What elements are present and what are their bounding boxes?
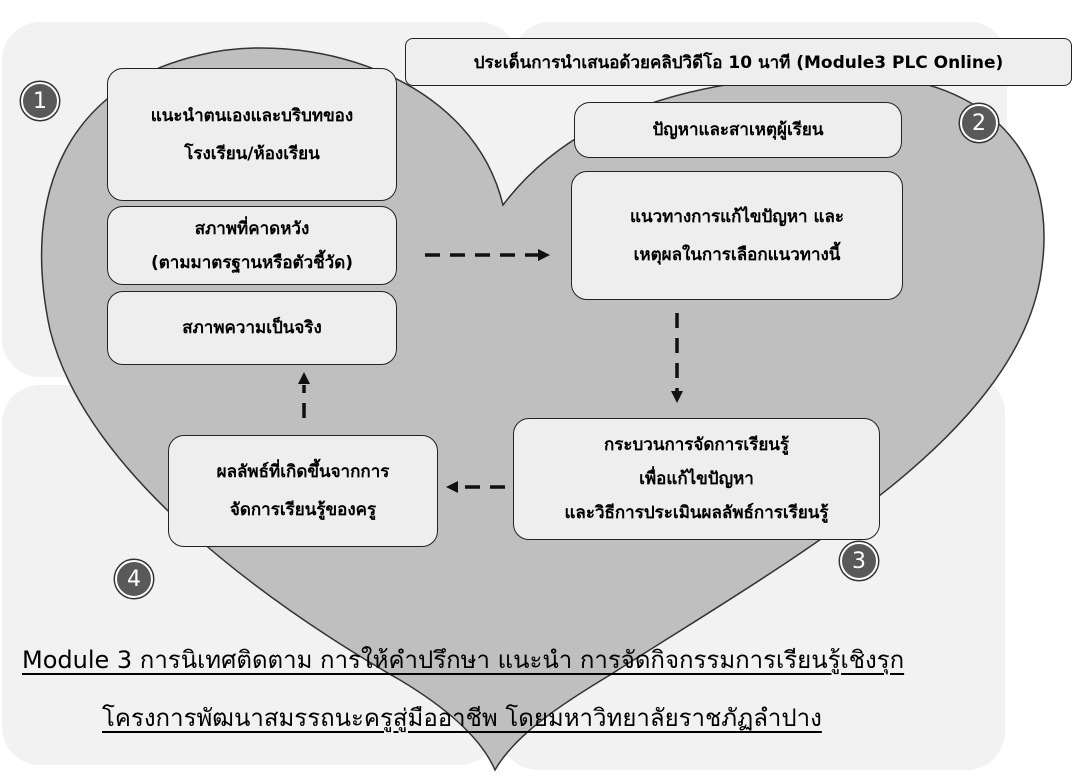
solution-line-1: แนวทางการแก้ไขปัญหา และ — [629, 206, 845, 227]
process-line-1: กระบวนการจัดการเรียนรู้ — [603, 435, 790, 455]
process-line-3: และวิธีการประเมินผลลัพธ์การเรียนรู้ — [564, 503, 829, 523]
intro-line-1: แนะนำตนเองและบริบทของ — [150, 105, 354, 126]
actual-condition-box: สภาพความเป็นจริง — [107, 291, 397, 365]
learning-process-box: กระบวนการจัดการเรียนรู้เพื่อแก้ไขปัญหาแล… — [513, 418, 880, 540]
expected-line-1: สภาพที่คาดหวัง — [194, 218, 310, 239]
reality-text: สภาพความเป็นจริง — [182, 318, 322, 338]
module-title: Module 3 การนิเทศติดตาม การให้คำปรึกษา แ… — [22, 646, 905, 674]
solution-line-2: เหตุผลในการเลือกแนวทางนี้ — [633, 244, 841, 265]
intro-line-2: โรงเรียน/ห้องเรียน — [184, 143, 320, 164]
arrowhead-left — [446, 481, 458, 493]
arrowhead-right — [538, 249, 550, 261]
presentation-topic-header: ประเด็นการนำเสนอด้วยคลิปวิดีโอ 10 นาที (… — [405, 38, 1072, 86]
expected-condition-box: สภาพที่คาดหวัง (ตามมาตรฐานหรือตัวชี้วัด) — [107, 206, 397, 285]
outcome-line-2: จัดการเรียนรู้ของครู — [229, 500, 377, 520]
intro-box: แนะนำตนเองและบริบทของโรงเรียน/ห้องเรียน — [107, 68, 397, 201]
step-badge-3: 3 — [840, 542, 878, 580]
arrowhead-down — [671, 391, 683, 403]
problem-cause-box: ปัญหาและสาเหตุผู้เรียน — [574, 102, 902, 158]
step-badge-4: 4 — [115, 560, 153, 598]
solution-approach-box: แนวทางการแก้ไขปัญหา และเหตุผลในการเลือกแ… — [571, 171, 903, 300]
learning-outcome-box: ผลลัพธ์ที่เกิดขึ้นจากการจัดการเรียนรู้ขอ… — [168, 435, 438, 547]
step-badge-1: 1 — [21, 82, 59, 120]
problem-text: ปัญหาและสาเหตุผู้เรียน — [652, 120, 824, 140]
outcome-line-1: ผลลัพธ์ที่เกิดขึ้นจากการ — [216, 462, 390, 482]
process-line-2: เพื่อแก้ไขปัญหา — [639, 469, 754, 489]
expected-line-2: (ตามมาตรฐานหรือตัวชี้วัด) — [150, 252, 354, 273]
step-badge-2: 2 — [960, 104, 998, 142]
arrowhead-up — [298, 372, 310, 384]
project-title: โครงการพัฒนาสมรรถนะครูสู่มืออาชีพ โดยมหา… — [102, 704, 822, 732]
